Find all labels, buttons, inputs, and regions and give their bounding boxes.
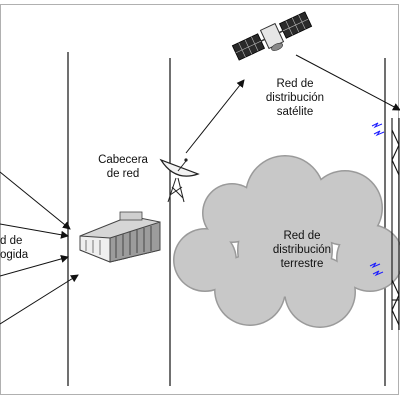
satellite-dish-icon [159, 158, 200, 203]
satellite-network-label: Red de distribución satélite [245, 77, 345, 119]
contribution-network-label-line-2: ogida [0, 249, 29, 261]
tower-icon [391, 118, 400, 330]
signal-waves [369, 122, 385, 277]
uplink-arrow [185, 79, 245, 154]
satellite-network-label-line-1: Red de [276, 78, 314, 90]
contribution-network-label-line-1: d de [0, 235, 23, 247]
satellite-icon [231, 11, 313, 61]
terrestrial-network-label-line-3: terrestre [280, 258, 324, 270]
terrestrial-network-cloud [173, 155, 400, 328]
headend-building-icon [79, 211, 161, 263]
headend-label: Cabecera de red [85, 153, 161, 181]
contribution-network-label: d de ogida [0, 234, 34, 262]
terrestrial-network-label-line-2: distribución [272, 244, 332, 256]
headend-label-line-2: de red [106, 168, 140, 180]
headend-label-line-1: Cabecera [98, 154, 148, 166]
terrestrial-network-label-line-1: Red de [283, 230, 321, 242]
contribution-arrows [0, 171, 79, 325]
downlink-arrow [295, 54, 400, 111]
terrestrial-network-label: Red de distribución terrestre [252, 229, 352, 271]
satellite-network-label-line-2: distribución [265, 92, 325, 104]
satellite-network-label-line-3: satélite [276, 106, 314, 118]
